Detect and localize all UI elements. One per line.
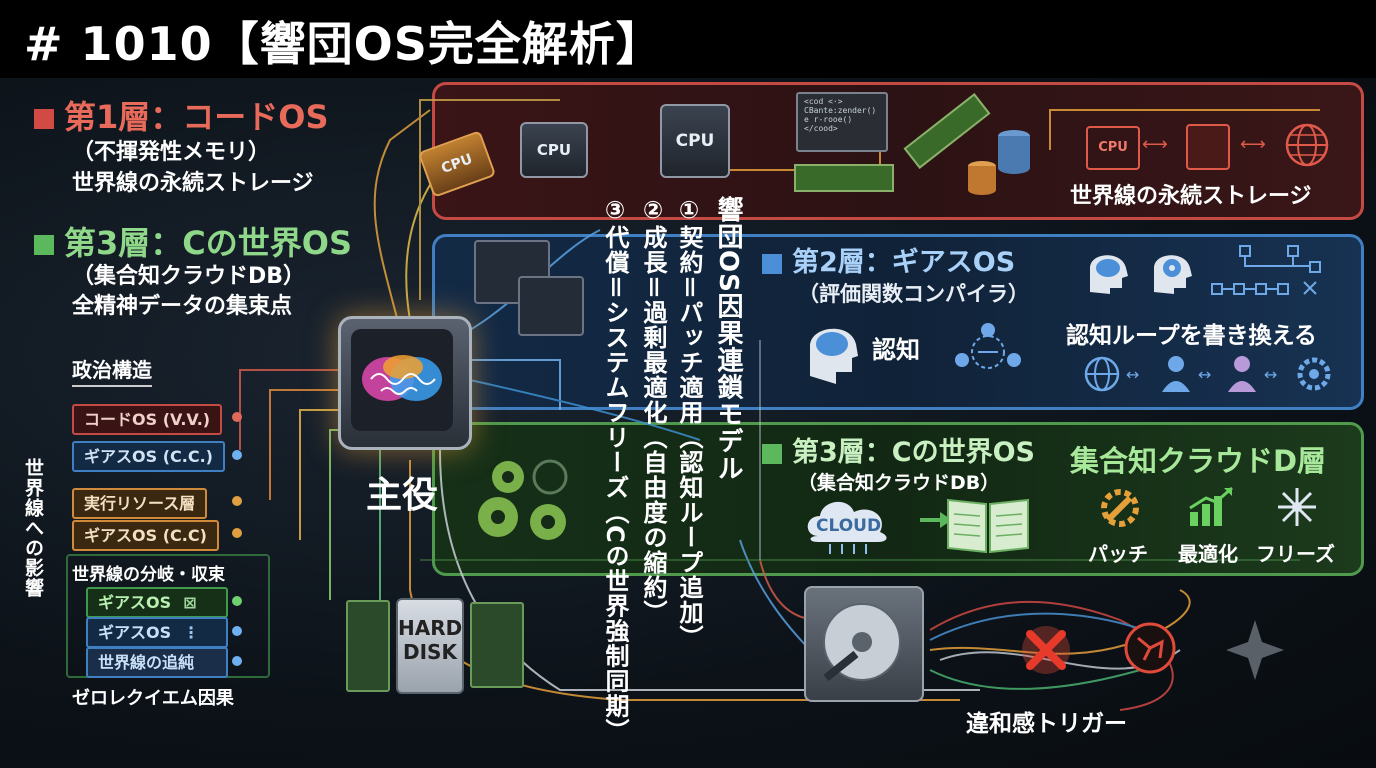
connector-dot [232, 496, 242, 506]
chain-step-growth: ②成長＝過剰最適化（自由度の縮約） [639, 196, 667, 625]
globe-icon [1285, 123, 1329, 167]
cpu-chip-medium: CPU [520, 122, 588, 178]
action-patch-label: パッチ [1088, 542, 1148, 566]
politics-item-geass-os-2: ギアスOS (C.C) [72, 520, 219, 551]
politics-heading: 政治構造 [72, 354, 152, 387]
hard-drive-icon [804, 586, 924, 702]
open-book-icon [947, 498, 1029, 554]
trigger-label: 違和感トリガー [966, 711, 1127, 737]
influence-label: 世界線への影響 [22, 458, 44, 598]
layer3-sub2: 全精神データの集束点 [72, 294, 293, 319]
cracked-orb-icon [1124, 622, 1176, 674]
globe-person-gear-chain-icon: ↔ ↔ ↔ [1084, 356, 1331, 392]
page-title: # 1010【響団OS完全解析】 [24, 17, 663, 71]
branch-item-geass-1: ギアスOS⊠ [86, 587, 228, 618]
collective-cloud-title: 集合知クラウドD層 [1070, 444, 1327, 478]
database-icon [968, 130, 1030, 195]
causal-model-title: 響団OS因果連鎖モデル [713, 196, 743, 482]
central-brain-chip [338, 316, 472, 450]
cloud-icon [807, 501, 887, 554]
zero-requiem-label: ゼロレクイエム因果 [72, 688, 234, 709]
layer3-panel-sub: （集合知クラウドDB） [798, 472, 1000, 494]
rewrite-loop-label: 認知ループを書き換える [1066, 323, 1317, 349]
action-optimize-label: 最適化 [1178, 542, 1238, 566]
chain-step-contract: ①契約＝パッチ適用（認知ループ追加） [675, 196, 703, 650]
green-square-icon [762, 443, 782, 464]
ram-stick-icon [794, 164, 894, 192]
branch-heading: 世界線の分岐・収束 [72, 565, 225, 585]
cognition-label: 認知 [872, 336, 920, 364]
cpu-chip-large: CPU [660, 104, 730, 178]
svg-text:↔: ↔ [1198, 365, 1211, 384]
chain-step-cost: ③代償＝システムフリーズ（Cの世界強制同期） [601, 196, 629, 744]
connector-dot [232, 656, 242, 666]
layer2-sub: （評価関数コンパイラ） [798, 282, 1029, 306]
politics-item-code-os: コードOS (V.V.) [72, 404, 223, 435]
arrow-both-icon: ⟷ [1142, 134, 1168, 155]
head-brain-icon [810, 328, 858, 384]
cpu-outline-icon: CPU [1086, 126, 1140, 170]
snowflake-icon [1278, 488, 1316, 526]
persistent-storage-label: 世界線の永続ストレージ [1070, 184, 1312, 209]
head-brain-icon [1090, 255, 1128, 294]
brain-icon [351, 329, 453, 431]
blue-square-icon [762, 253, 782, 274]
wrench-gear-icon [1101, 489, 1139, 527]
people-network-icon [955, 323, 1021, 369]
arrow-both-icon: ⟷ [1240, 134, 1266, 155]
connector-dot [232, 450, 242, 460]
politics-item-geass-os: ギアスOS (C.C.) [72, 441, 225, 472]
branch-glyph-icon: ⊠ [183, 593, 197, 612]
growth-chart-icon [1189, 486, 1233, 526]
connector-dot [232, 596, 242, 606]
memory-board-icon [470, 602, 524, 688]
memory-stick-icon [346, 600, 390, 692]
svg-text:↔: ↔ [1264, 365, 1277, 384]
head-gear-icon [1154, 255, 1192, 294]
action-freeze-label: フリーズ [1256, 542, 1335, 566]
layer1-sub1: （不揮発性メモリ） [72, 140, 271, 165]
network-glyph-icon: ⋮ [183, 623, 200, 642]
layer1-sub2: 世界線の永続ストレージ [72, 171, 314, 196]
code-window-icon [518, 276, 584, 336]
connector-dot [232, 412, 242, 422]
layer2-heading: 第2層：ギアスOS [762, 240, 1015, 279]
code-snippet-window: <cod <·> CBante:zender() e r-rooe() </co… [796, 92, 888, 152]
disk-outline-icon [1186, 124, 1230, 170]
layer3-panel-heading: 第3層：Cの世界OS [762, 430, 1035, 469]
politics-item-exec-resource: 実行リソース層 [72, 488, 208, 519]
gears-icon [478, 459, 568, 540]
title-bar [0, 0, 1376, 78]
layer3-heading: 第3層：Cの世界OS [34, 218, 352, 264]
green-square-icon [34, 235, 54, 255]
cloud-label: CLOUD [816, 516, 882, 536]
hard-disk-icon: HARD DISK [396, 598, 464, 694]
svg-text:↔: ↔ [1126, 365, 1139, 384]
protagonist-label: 主役 [366, 475, 439, 516]
layer1-heading: 第1層：コードOS [34, 92, 329, 138]
flowchart-icon [1211, 245, 1321, 295]
branch-item-geass-2: ギアスOS⋮ [86, 617, 228, 648]
branch-item-worldline: 世界線の追純 [86, 647, 228, 678]
red-square-icon [34, 109, 54, 129]
connector-dot [232, 626, 242, 636]
connector-dot [232, 528, 242, 538]
layer3-sub1: （集合知クラウドDB） [72, 264, 306, 289]
error-x-icon [1022, 626, 1070, 674]
